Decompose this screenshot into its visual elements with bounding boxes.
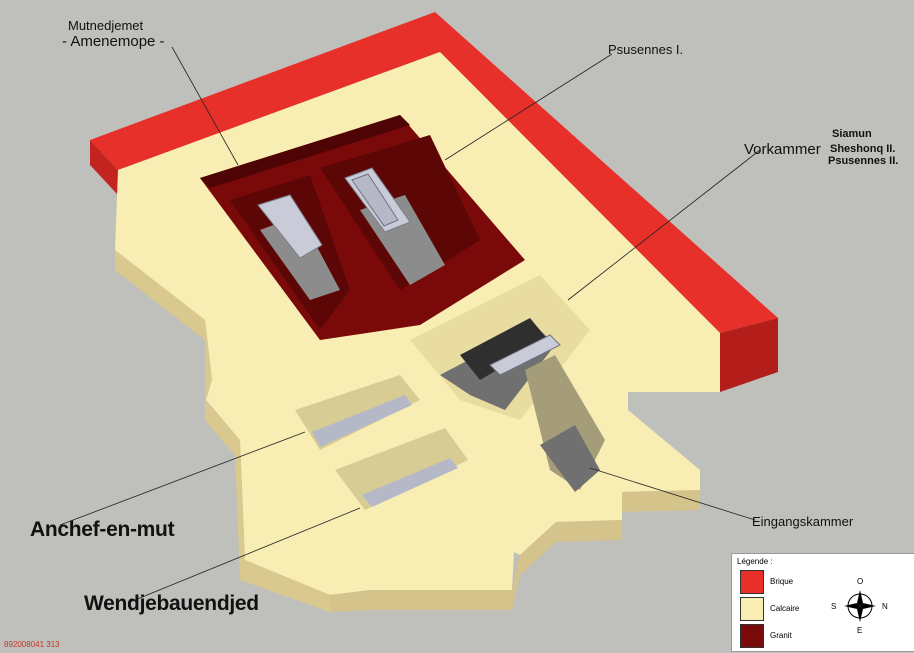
compass-n: N <box>882 602 888 611</box>
label-psusennes-2: Psusennes II. <box>828 155 899 167</box>
compass-e: E <box>857 626 862 635</box>
legend-label-calcaire: Calcaire <box>770 604 800 613</box>
limestone-side-right <box>512 520 622 610</box>
granite-chamber-rim <box>200 115 410 188</box>
label-mutnedjemet: Mutnedjemet <box>68 18 144 33</box>
label-anchef-en-mut: Anchef-en-mut <box>30 518 175 541</box>
leader-anchef <box>59 431 306 526</box>
leader-psusennes1 <box>444 53 613 161</box>
legend-label-brique: Brique <box>770 577 794 586</box>
leader-amenemope <box>171 46 239 166</box>
catalog-number: 892008041 313 <box>4 640 60 649</box>
legend-swatch-calcaire <box>740 597 764 621</box>
compass-o: O <box>857 577 863 586</box>
brick-wall-left-face <box>90 140 118 195</box>
limestone-side-right2 <box>622 490 700 512</box>
label-sheshonq-2: Sheshonq II. <box>830 143 896 155</box>
sarcophagus-lid-figure <box>351 173 399 227</box>
legend-swatch-brique <box>740 570 764 594</box>
leader-eingangskammer <box>589 467 756 521</box>
vorkammer-granite <box>460 318 548 380</box>
leader-vorkammer <box>567 149 761 301</box>
label-siamun: Siamun <box>832 128 872 140</box>
label-wendjebauendjed: Wendjebauendjed <box>84 592 259 615</box>
compass-rose-icon: O E S N <box>831 577 888 635</box>
leader-wendjebauendjed <box>129 507 361 603</box>
legend-label-granit: Granit <box>770 631 792 640</box>
brick-wall-outer <box>90 12 778 333</box>
brick-wall-side <box>720 318 778 392</box>
limestone-side-bottom <box>330 590 512 612</box>
label-amenemope: - Amenemope - <box>62 33 165 50</box>
legend-title: Légende : <box>737 557 773 566</box>
pit-wendjebauendjed <box>335 428 468 510</box>
label-vorkammer: Vorkammer <box>744 141 821 158</box>
label-psusennes-1: Psusennes I. <box>608 42 684 57</box>
pit-wendjebauendjed-floor <box>362 458 458 507</box>
eingang-pit <box>540 425 600 492</box>
limestone-side-left <box>115 250 212 420</box>
compass-s: S <box>831 602 836 611</box>
sarcophagus-amenemope <box>257 194 323 259</box>
label-eingangskammer: Eingangskammer <box>752 514 854 529</box>
limestone-side-front <box>205 400 330 612</box>
sarcophagus-silver <box>489 334 561 376</box>
legend-swatch-granit <box>740 624 764 648</box>
pit-anchef-floor <box>312 395 412 447</box>
legend: Légende : Brique Calcaire Granit O E S N <box>731 553 914 652</box>
